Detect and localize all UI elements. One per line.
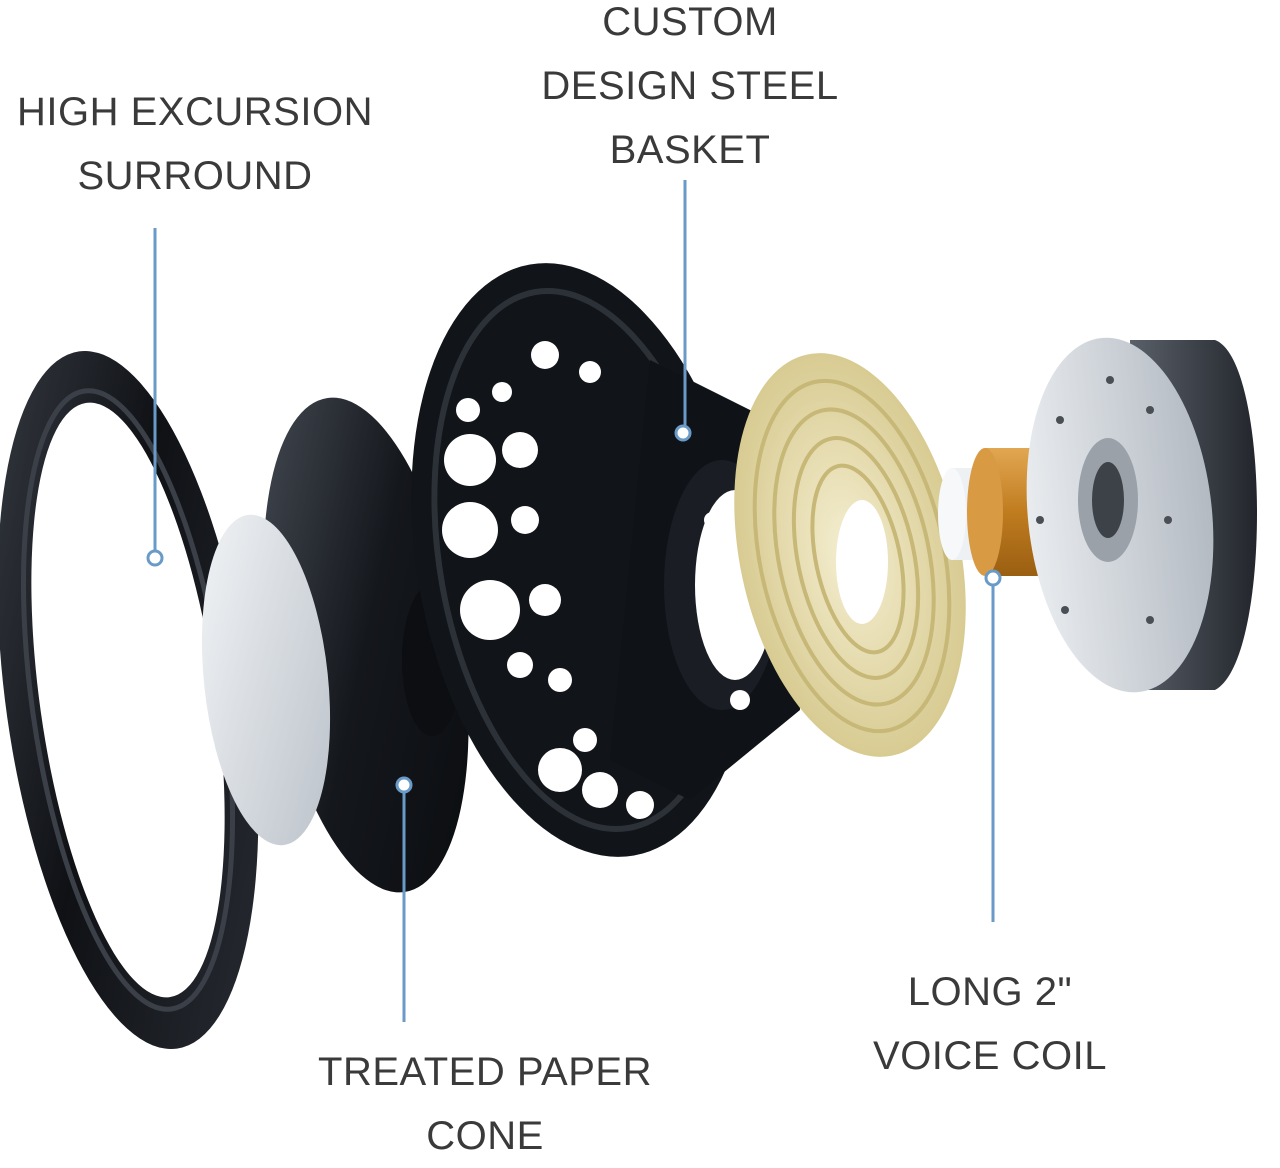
- label-line: HIGH EXCURSION: [17, 90, 373, 134]
- label-line: VOICE COIL: [873, 1034, 1107, 1078]
- label-treated-paper-cone: TREATED PAPER CONE: [295, 1040, 675, 1168]
- label-long-2-voice-coil: LONG 2" VOICE COIL: [840, 960, 1140, 1088]
- label-line: DESIGN STEEL: [541, 64, 839, 108]
- label-line: CONE: [426, 1114, 544, 1158]
- spider-icon: [734, 353, 966, 757]
- label-line: CUSTOM: [602, 0, 778, 44]
- label-line: TREATED PAPER: [318, 1050, 652, 1094]
- surround-ring-icon: [0, 351, 259, 1049]
- label-line: SURROUND: [77, 154, 313, 198]
- label-custom-design-steel-basket: CUSTOM DESIGN STEEL BASKET: [520, 0, 860, 182]
- label-line: LONG 2": [907, 970, 1073, 1014]
- magnet-assembly-icon: [1026, 337, 1258, 693]
- callout-lines: [146, 180, 1002, 1022]
- label-line: BASKET: [609, 128, 771, 172]
- label-high-excursion-surround: HIGH EXCURSION SURROUND: [0, 80, 390, 208]
